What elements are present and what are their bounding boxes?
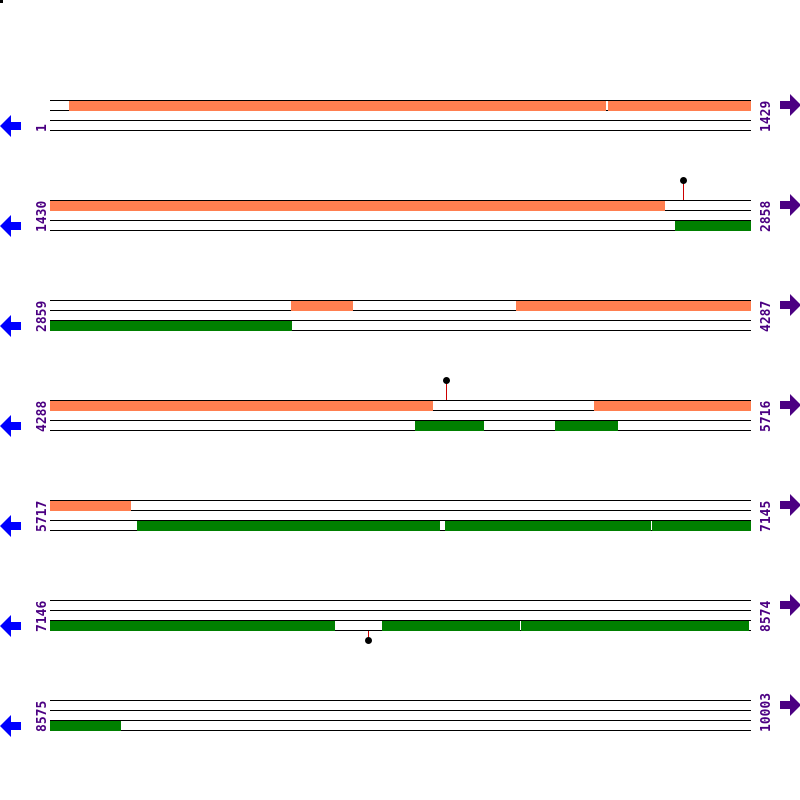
strand-line <box>50 230 751 231</box>
strand-line <box>50 520 751 521</box>
marker-stem <box>683 182 684 200</box>
marker-icon[interactable] <box>443 377 450 384</box>
strand-line <box>50 220 751 221</box>
strand-line <box>50 600 751 601</box>
right-arrow-icon[interactable] <box>779 294 800 316</box>
right-arrow-icon[interactable] <box>779 694 800 716</box>
left-arrow-icon[interactable] <box>0 315 22 337</box>
reverse-feature[interactable] <box>555 421 618 431</box>
strand-line <box>50 710 751 711</box>
row-end-label: 4287 <box>759 300 774 332</box>
strand-line <box>50 620 751 621</box>
forward-feature[interactable] <box>594 401 751 411</box>
row-end-label: 1429 <box>759 100 774 132</box>
reverse-feature[interactable] <box>652 521 751 531</box>
row-start-label: 1 <box>35 124 50 132</box>
forward-feature[interactable] <box>50 201 665 211</box>
right-arrow-icon[interactable] <box>779 494 800 516</box>
strand-line <box>50 610 751 611</box>
row-start-label: 8575 <box>35 700 50 732</box>
strand-line <box>50 500 751 501</box>
forward-feature[interactable] <box>291 301 353 311</box>
strand-line <box>50 510 751 511</box>
reverse-feature[interactable] <box>50 621 335 631</box>
right-arrow-icon[interactable] <box>779 94 800 116</box>
row-start-label: 2859 <box>35 300 50 332</box>
marker-icon[interactable] <box>365 637 372 644</box>
row-start-label: 4288 <box>35 400 50 432</box>
row-start-label: 5717 <box>35 500 50 532</box>
reverse-feature[interactable] <box>50 321 292 331</box>
row-end-label: 7145 <box>759 500 774 532</box>
reverse-feature[interactable] <box>521 621 749 631</box>
reverse-feature[interactable] <box>675 221 751 231</box>
strand-line <box>50 130 751 131</box>
strand-line <box>50 310 751 311</box>
row-end-label: 10003 <box>759 692 774 732</box>
forward-feature[interactable] <box>69 101 606 111</box>
reverse-feature[interactable] <box>415 421 484 431</box>
reverse-feature[interactable] <box>50 721 121 731</box>
left-arrow-icon[interactable] <box>0 715 22 737</box>
left-arrow-icon[interactable] <box>0 615 22 637</box>
marker-stem <box>446 382 447 400</box>
right-arrow-icon[interactable] <box>779 394 800 416</box>
strand-line <box>50 430 751 431</box>
row-end-label: 2858 <box>759 200 774 232</box>
right-arrow-icon[interactable] <box>779 594 800 616</box>
strand-line <box>50 120 751 121</box>
strand-line <box>50 300 751 301</box>
left-arrow-icon[interactable] <box>0 415 22 437</box>
reverse-feature[interactable] <box>382 621 520 631</box>
strand-line <box>50 700 751 701</box>
row-start-label: 7146 <box>35 600 50 632</box>
strand-line <box>50 320 751 321</box>
right-arrow-icon[interactable] <box>779 194 800 216</box>
strand-line <box>50 420 751 421</box>
reverse-feature[interactable] <box>445 521 651 531</box>
marker-stem <box>368 631 369 639</box>
row-start-label: 1430 <box>35 200 50 232</box>
marker-icon[interactable] <box>680 177 687 184</box>
row-end-label: 5716 <box>759 400 774 432</box>
strand-line <box>50 720 751 721</box>
strand-line <box>50 200 751 201</box>
reverse-feature[interactable] <box>137 521 440 531</box>
left-arrow-icon[interactable] <box>0 215 22 237</box>
forward-feature[interactable] <box>608 101 751 111</box>
corner-dot <box>0 0 3 3</box>
row-end-label: 8574 <box>759 600 774 632</box>
strand-line <box>50 400 751 401</box>
forward-feature[interactable] <box>516 301 751 311</box>
left-arrow-icon[interactable] <box>0 115 22 137</box>
strand-line <box>50 730 751 731</box>
strand-line <box>50 100 751 101</box>
left-arrow-icon[interactable] <box>0 515 22 537</box>
forward-feature[interactable] <box>50 501 131 511</box>
forward-feature[interactable] <box>50 401 433 411</box>
strand-line <box>50 330 751 331</box>
